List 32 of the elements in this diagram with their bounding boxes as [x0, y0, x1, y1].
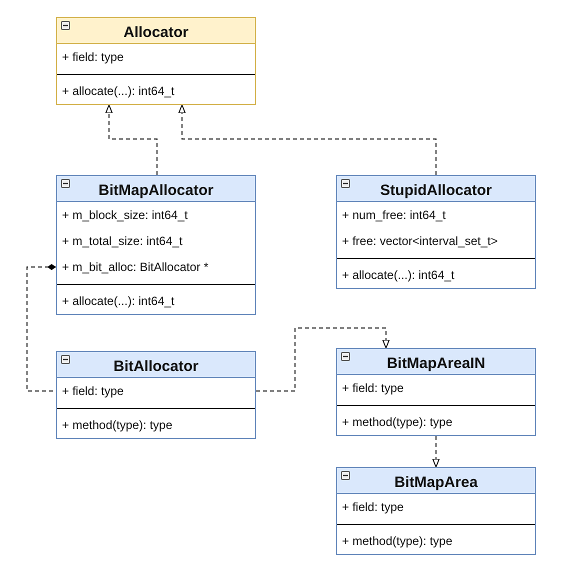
method-text: + allocate(...): int64_t	[342, 268, 454, 283]
class-name: BitMapAreaIN	[386, 355, 486, 372]
method-text: + allocate(...): int64_t	[62, 294, 174, 309]
dashed-arrow	[178, 104, 436, 176]
class-name: BitMapArea	[394, 474, 478, 491]
attribute-text: + m_block_size: int64_t	[62, 208, 188, 223]
attribute-text: + free: vector<interval_set_t>	[342, 234, 498, 249]
class-name: Allocator	[123, 24, 188, 41]
method-text: + method(type): type	[62, 418, 172, 433]
class-box	[336, 467, 536, 555]
dashed-arrow	[256, 328, 390, 392]
dashed-arrow	[105, 104, 158, 176]
composition-connector	[26, 264, 56, 392]
class-box	[56, 175, 256, 315]
method-text: + method(type): type	[342, 534, 452, 549]
class-box	[56, 351, 256, 439]
method-text: + method(type): type	[342, 415, 452, 430]
attribute-text: + field: type	[62, 50, 124, 65]
class-name: BitMapAllocator	[98, 182, 214, 199]
dashed-arrow	[432, 436, 440, 468]
attribute-text: + m_bit_alloc: BitAllocator *	[62, 260, 208, 275]
attribute-text: + field: type	[342, 500, 404, 515]
method-text: + allocate(...): int64_t	[62, 84, 174, 99]
class-box	[336, 175, 536, 289]
attribute-text: + num_free: int64_t	[342, 208, 446, 223]
attribute-text: + m_total_size: int64_t	[62, 234, 182, 249]
class-name: BitAllocator	[113, 358, 198, 375]
attribute-text: + field: type	[62, 384, 124, 399]
class-name: StupidAllocator	[380, 182, 492, 199]
attribute-text: + field: type	[342, 381, 404, 396]
class-box	[336, 348, 536, 436]
class-box	[56, 17, 256, 105]
